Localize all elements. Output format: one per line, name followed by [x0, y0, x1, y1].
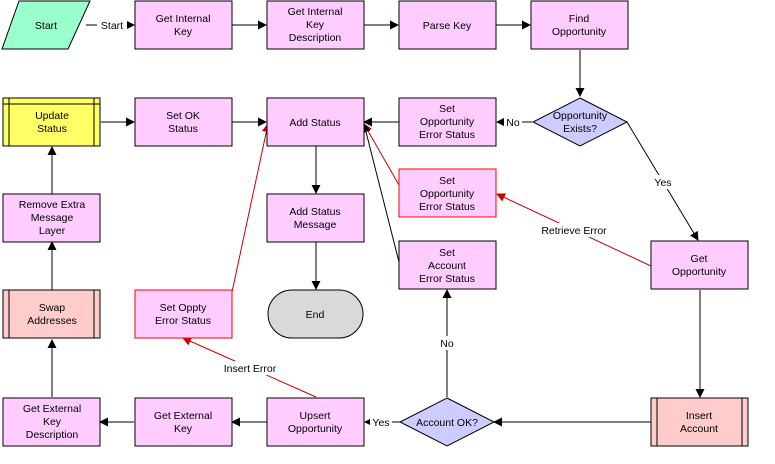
node-get-external-key-label-1: Key: [174, 423, 193, 435]
node-remove-extra-label-0: Remove Extra: [19, 199, 86, 211]
node-upsert-opportunity[interactable]: Upsert Opportunity: [266, 397, 365, 447]
node-remove-extra-label-1: Message: [31, 212, 74, 224]
node-set-opp-error-status-2-label-2: Error Status: [419, 201, 475, 213]
node-set-opp-error-status-2-label-1: Opportunity: [420, 188, 475, 200]
node-get-opportunity[interactable]: Get Opportunity: [650, 240, 749, 290]
edge-label-no-account: No: [440, 338, 454, 350]
node-start[interactable]: Start: [1, 0, 91, 50]
node-end[interactable]: End: [267, 289, 364, 339]
edge-label-no-exists: No: [506, 117, 520, 129]
node-set-oppty-error-status[interactable]: Set Oppty Error Status: [134, 289, 233, 339]
node-upsert-opportunity-label-0: Upsert: [300, 410, 331, 422]
node-get-internal-key-label-0: Get Internal: [156, 13, 211, 25]
node-get-external-key-desc-label-2: Description: [26, 429, 79, 441]
edge-label-layer: Start No Yes Retrieve Error No Insert Er…: [97, 18, 675, 429]
node-find-opportunity-label-1: Opportunity: [552, 26, 607, 38]
node-set-ok-status-label-1: Status: [168, 123, 198, 135]
node-add-status-label-0: Add Status: [289, 117, 340, 129]
node-get-external-key-desc-label-0: Get External: [23, 403, 81, 415]
node-swap-addresses[interactable]: Swap Addresses: [2, 289, 101, 339]
node-remove-extra-label-2: Layer: [39, 225, 66, 237]
node-set-account-error-label-0: Set: [439, 247, 455, 259]
edge-label-yes-account: Yes: [372, 417, 389, 429]
node-set-opportunity-error-status[interactable]: Set Opportunity Error Status: [398, 97, 497, 147]
node-set-opp-error-status-label-1: Opportunity: [420, 116, 475, 128]
edge-label-start: Start: [101, 20, 123, 32]
node-account-ok-label-0: Account OK?: [416, 417, 478, 429]
edge-oppty-error-to-add-status: [231, 123, 271, 293]
node-set-ok-status-label-0: Set OK: [166, 110, 200, 122]
node-set-oppty-error-label-0: Set Oppty: [160, 302, 207, 314]
node-set-account-error-label-1: Account: [428, 260, 466, 272]
node-insert-account[interactable]: Insert Account: [650, 397, 749, 447]
node-insert-account-label-0: Insert: [686, 410, 712, 422]
edge-opp-error-2-to-add-status: [363, 123, 400, 186]
edge-label-insert-error: Insert Error: [224, 363, 277, 375]
node-get-opportunity-label-0: Get: [691, 253, 708, 265]
node-opportunity-exists-label-0: Opportunity: [553, 110, 608, 122]
node-get-opportunity-label-1: Opportunity: [672, 266, 727, 278]
node-set-opp-error-status-2-label-0: Set: [439, 175, 455, 187]
node-upsert-opportunity-label-1: Opportunity: [288, 423, 343, 435]
node-set-account-error-label-2: Error Status: [419, 273, 475, 285]
edge-label-yes-exists: Yes: [654, 177, 671, 189]
node-start-label-0: Start: [35, 20, 57, 32]
node-account-ok-decision[interactable]: Account OK?: [398, 397, 496, 447]
edge-account-error-to-add-status: [361, 123, 400, 263]
node-insert-account-label-1: Account: [680, 423, 718, 435]
node-update-status[interactable]: Update Status: [2, 97, 101, 147]
node-get-internal-key-desc-label-1: Key: [306, 19, 325, 31]
node-get-external-key[interactable]: Get External Key: [134, 397, 233, 447]
node-remove-extra-message-layer[interactable]: Remove Extra Message Layer: [2, 193, 101, 243]
node-set-oppty-error-label-1: Error Status: [155, 315, 211, 327]
edge-label-retrieve-error: Retrieve Error: [541, 225, 607, 237]
node-parse-key-label-0: Parse Key: [423, 20, 472, 32]
node-add-status[interactable]: Add Status: [266, 97, 365, 147]
node-update-status-label-0: Update: [35, 110, 69, 122]
node-layer: Start Get Internal Key Get Internal Key …: [1, 0, 749, 447]
node-set-opp-error-status-label-2: Error Status: [419, 129, 475, 141]
node-add-status-message-label-0: Add Status: [289, 206, 340, 218]
node-get-internal-key[interactable]: Get Internal Key: [134, 0, 233, 50]
node-swap-addresses-label-0: Swap: [39, 302, 65, 314]
node-opportunity-exists-decision[interactable]: Opportunity Exists?: [531, 97, 629, 147]
node-get-external-key-label-0: Get External: [154, 410, 212, 422]
node-get-internal-key-description[interactable]: Get Internal Key Description: [266, 0, 365, 50]
node-parse-key[interactable]: Parse Key: [398, 0, 497, 50]
node-set-ok-status[interactable]: Set OK Status: [134, 97, 233, 147]
node-end-label-0: End: [306, 309, 325, 321]
node-get-internal-key-desc-label-0: Get Internal: [288, 6, 343, 18]
node-add-status-message-label-1: Message: [294, 219, 337, 231]
node-find-opportunity[interactable]: Find Opportunity: [530, 0, 629, 50]
node-get-external-key-desc-label-1: Key: [43, 416, 62, 428]
node-add-status-message[interactable]: Add Status Message: [266, 193, 365, 243]
node-set-account-error-status[interactable]: Set Account Error Status: [398, 240, 497, 290]
node-set-opportunity-error-status-2[interactable]: Set Opportunity Error Status: [398, 168, 497, 218]
node-update-status-label-1: Status: [37, 123, 67, 135]
node-set-opp-error-status-label-0: Set: [439, 103, 455, 115]
node-find-opportunity-label-0: Find: [569, 13, 590, 25]
node-swap-addresses-label-1: Addresses: [27, 315, 77, 327]
node-get-internal-key-label-1: Key: [174, 26, 193, 38]
node-get-internal-key-desc-label-2: Description: [289, 32, 342, 44]
node-get-external-key-description[interactable]: Get External Key Description: [2, 397, 101, 447]
node-opportunity-exists-label-1: Exists?: [563, 123, 597, 135]
